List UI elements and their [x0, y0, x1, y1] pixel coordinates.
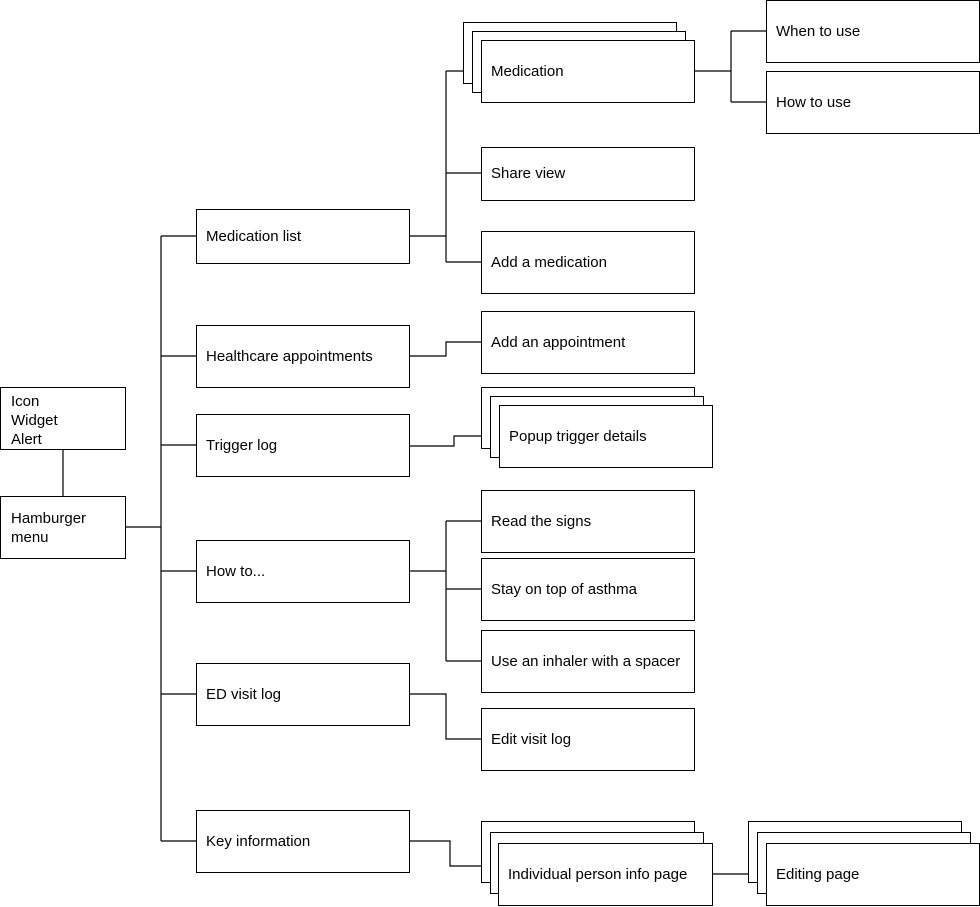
section-label: Trigger log — [206, 437, 278, 454]
page-label: Popup trigger details — [509, 428, 647, 445]
section-ed-visit-log[interactable]: ED visit log — [196, 663, 410, 726]
page-when-to-use[interactable]: When to use — [766, 0, 980, 63]
trigger-widget-label: Widget — [11, 412, 58, 429]
page-label: How to use — [776, 94, 852, 111]
launch-triggers-box: Icon Widget Alert — [0, 387, 126, 450]
page-label: Read the signs — [491, 513, 592, 530]
page-label: Use an inhaler with a spacer — [491, 653, 681, 670]
page-label: Stay on top of asthma — [491, 581, 637, 598]
page-how-to-use[interactable]: How to use — [766, 71, 980, 134]
section-label: How to... — [206, 563, 266, 580]
trigger-alert-label: Alert — [11, 431, 42, 448]
section-label: Medication list — [206, 228, 302, 245]
page-label: Edit visit log — [491, 731, 572, 748]
page-medication[interactable]: Medication — [481, 40, 695, 103]
page-share-view[interactable]: Share view — [481, 147, 695, 201]
page-label: When to use — [776, 23, 861, 40]
page-stay-on-top-of-asthma[interactable]: Stay on top of asthma — [481, 558, 695, 621]
section-how-to[interactable]: How to... — [196, 540, 410, 603]
page-read-the-signs[interactable]: Read the signs — [481, 490, 695, 553]
page-use-inhaler-with-spacer[interactable]: Use an inhaler with a spacer — [481, 630, 695, 693]
page-label: Medication — [491, 63, 564, 80]
page-popup-trigger-details[interactable]: Popup trigger details — [499, 405, 713, 468]
section-trigger-log[interactable]: Trigger log — [196, 414, 410, 477]
page-individual-person-info[interactable]: Individual person info page — [498, 843, 713, 906]
page-label: Add an appointment — [491, 334, 626, 351]
page-add-medication[interactable]: Add a medication — [481, 231, 695, 294]
page-editing[interactable]: Editing page — [766, 843, 980, 906]
section-label: Key information — [206, 833, 311, 850]
hamburger-menu-node[interactable]: Hamburger menu — [0, 496, 126, 559]
page-label: Add a medication — [491, 254, 607, 271]
section-medication-list[interactable]: Medication list — [196, 209, 410, 264]
page-label: Share view — [491, 165, 566, 182]
section-key-information[interactable]: Key information — [196, 810, 410, 873]
trigger-icon-label: Icon — [11, 393, 40, 410]
section-label: ED visit log — [206, 686, 282, 703]
section-healthcare-appointments[interactable]: Healthcare appointments — [196, 325, 410, 388]
page-label: Editing page — [776, 866, 860, 883]
page-edit-visit-log[interactable]: Edit visit log — [481, 708, 695, 771]
page-add-appointment[interactable]: Add an appointment — [481, 311, 695, 374]
hamburger-menu-label: Hamburger menu — [11, 510, 87, 546]
page-label: Individual person info page — [508, 866, 688, 883]
section-label: Healthcare appointments — [206, 348, 373, 365]
